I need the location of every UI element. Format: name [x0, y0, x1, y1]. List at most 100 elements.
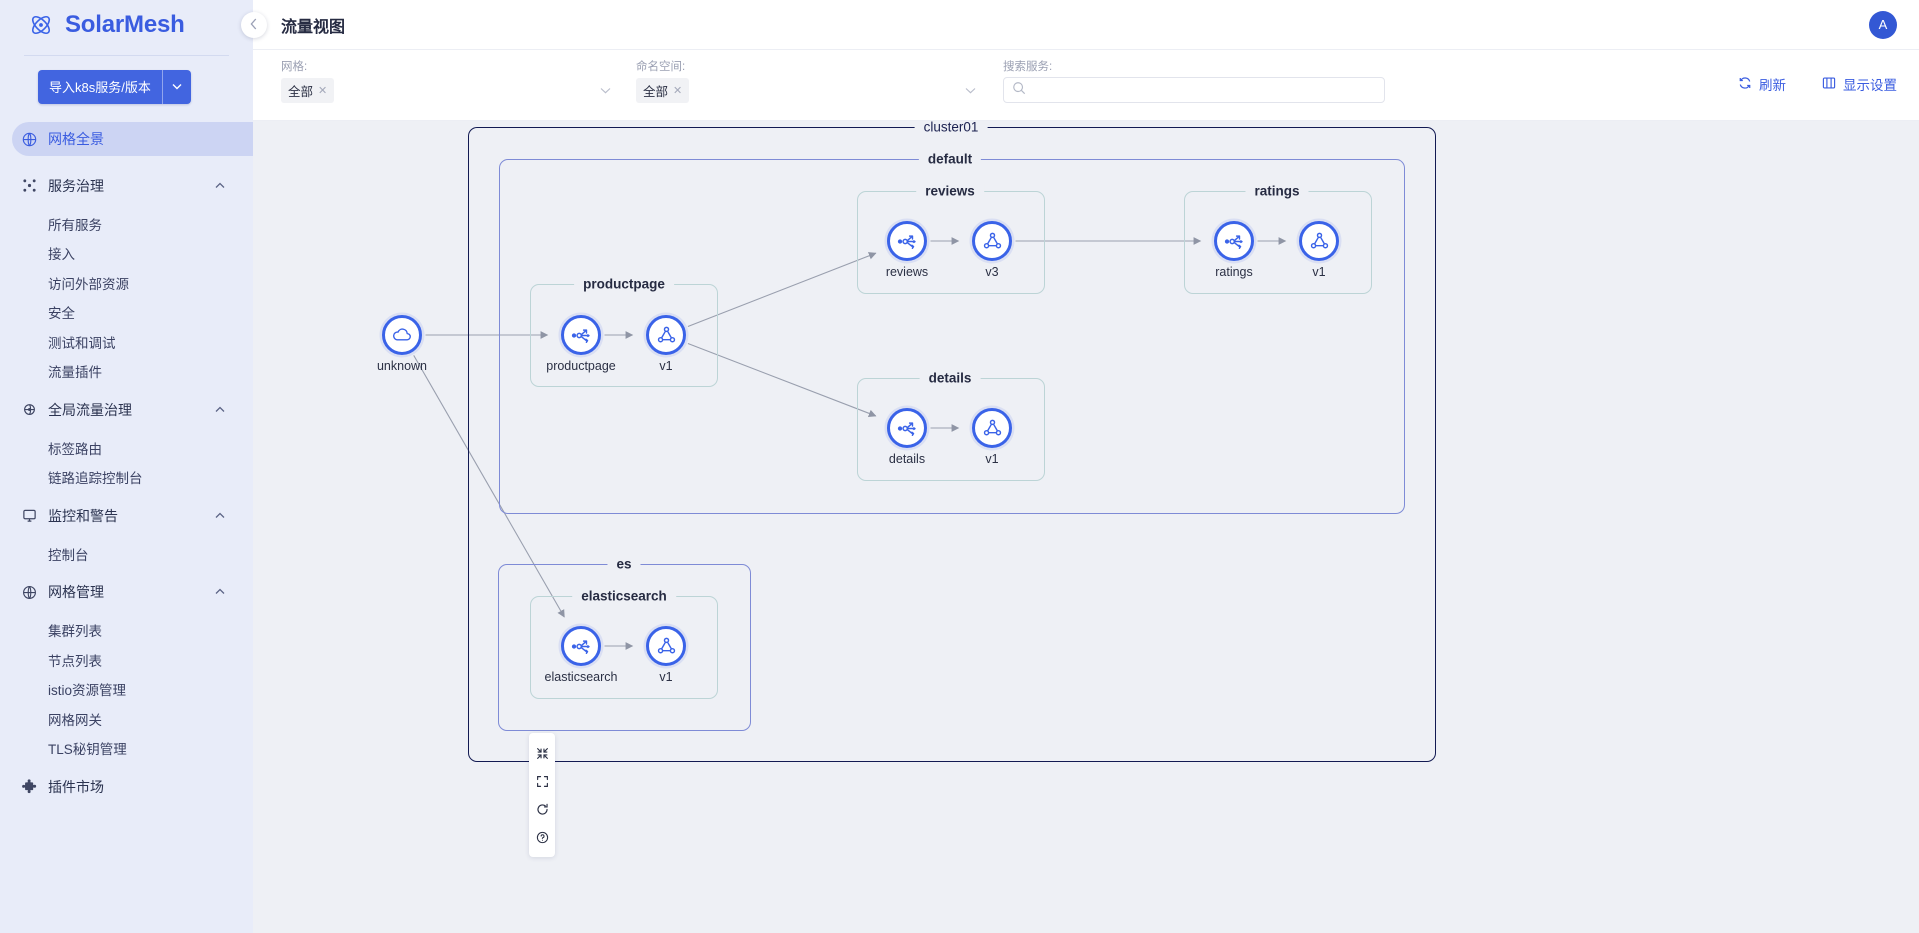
refresh-icon — [1738, 76, 1752, 93]
sidebar-item-test-debug[interactable]: 测试和调试 — [0, 327, 253, 357]
avatar-initial: A — [1878, 17, 1888, 32]
service-icon[interactable] — [561, 626, 601, 666]
sidebar-item-monitor-console[interactable]: 控制台 — [0, 539, 253, 569]
graph-node-reviews-v3[interactable]: v3 — [972, 221, 1012, 279]
search-box[interactable] — [1003, 77, 1385, 103]
chevron-up-icon[interactable] — [215, 180, 225, 192]
graph-node-label-elasticsearch-svc: elasticsearch — [544, 670, 618, 684]
import-button-label: 导入k8s服务/版本 — [49, 80, 151, 95]
sidebar-item-node-list[interactable]: 节点列表 — [0, 645, 253, 675]
help-circle-icon[interactable] — [529, 823, 555, 851]
close-icon[interactable]: ✕ — [673, 85, 683, 97]
cloud-icon[interactable] — [382, 315, 422, 355]
graph-node-label-reviews-v3: v3 — [985, 265, 999, 279]
service-governance-icon — [18, 178, 40, 193]
solarmesh-atom-logo-icon — [28, 12, 54, 38]
graph-box-details[interactable] — [857, 378, 1045, 481]
graph-box-label-cluster01: cluster01 — [914, 121, 988, 135]
sidebar-item-monitor-console-label: 控制台 — [48, 547, 89, 563]
graph-node-details-v1[interactable]: v1 — [972, 408, 1012, 466]
graph-node-elasticsearch-v1[interactable]: v1 — [646, 626, 686, 684]
sidebar-group-monitoring[interactable]: 监控和警告 — [0, 492, 253, 539]
sidebar-item-security[interactable]: 安全 — [0, 298, 253, 328]
workload-icon[interactable] — [972, 221, 1012, 261]
graph-edge-productpage-v1-to-reviews-svc — [687, 252, 877, 327]
sidebar-item-external-resources[interactable]: 访问外部资源 — [0, 268, 253, 298]
service-icon[interactable] — [887, 221, 927, 261]
search-input[interactable] — [1032, 83, 1376, 97]
sidebar-group-global-traffic-label: 全局流量治理 — [48, 401, 132, 418]
chevron-down-icon[interactable] — [163, 70, 191, 104]
sidebar-item-traffic-plugin[interactable]: 流量插件 — [0, 357, 253, 387]
page-title: 流量视图 — [281, 18, 346, 36]
sidebar-item-istio-resources-label: istio资源管理 — [48, 683, 127, 699]
graph-node-unknown[interactable]: unknown — [377, 315, 427, 373]
fullscreen-icon[interactable] — [529, 767, 555, 795]
graph-box-label-productpage: productpage — [574, 276, 674, 292]
workload-icon[interactable] — [646, 315, 686, 355]
display-settings-button[interactable]: 显示设置 — [1822, 74, 1897, 94]
chevron-down-icon[interactable] — [965, 85, 976, 97]
reload-icon[interactable] — [529, 795, 555, 823]
namespace-select[interactable]: 全部 ✕ — [636, 77, 976, 104]
sidebar-nav: 网格全景 服务治理 所有服务 接入 访问外部资源 安全 测试和调试 流量插件 — [0, 122, 253, 810]
sidebar-item-trace-console[interactable]: 链路追踪控制台 — [0, 463, 253, 493]
graph-node-productpage-svc[interactable]: productpage — [546, 315, 616, 373]
sidebar-item-mesh-gateway[interactable]: 网格网关 — [0, 704, 253, 734]
sidebar-group-service-governance[interactable]: 服务治理 — [0, 162, 253, 209]
filter-actions: 刷新 显示设置 — [1738, 50, 1897, 94]
sidebar-item-all-services[interactable]: 所有服务 — [0, 209, 253, 239]
sidebar-item-plugin-market[interactable]: 插件市场 — [0, 763, 253, 810]
graph-node-ratings-svc[interactable]: ratings — [1214, 221, 1254, 279]
chevron-down-icon[interactable] — [600, 85, 611, 97]
sidebar-item-trace-console-label: 链路追踪控制台 — [48, 471, 143, 487]
graph-box-label-details: details — [919, 370, 981, 386]
graph-node-productpage-v1[interactable]: v1 — [646, 315, 686, 373]
chevron-up-icon[interactable] — [215, 510, 225, 522]
sidebar-item-mesh-overview[interactable]: 网格全景 — [12, 122, 253, 156]
mesh-select[interactable]: 全部 ✕ — [281, 77, 611, 104]
sidebar-group-global-traffic[interactable]: 全局流量治理 — [0, 386, 253, 433]
avatar[interactable]: A — [1869, 10, 1897, 39]
graph-node-reviews-svc[interactable]: reviews — [886, 221, 928, 279]
workload-icon[interactable] — [646, 626, 686, 666]
graph-node-ratings-v1[interactable]: v1 — [1299, 221, 1339, 279]
service-icon[interactable] — [1214, 221, 1254, 261]
sidebar-item-ingress[interactable]: 接入 — [0, 239, 253, 269]
refresh-button[interactable]: 刷新 — [1738, 74, 1786, 94]
sidebar-item-tls-key-management[interactable]: TLS秘钥管理 — [0, 734, 253, 764]
import-k8s-service-button[interactable]: 导入k8s服务/版本 — [38, 70, 191, 104]
namespace-filter-label: 命名空间: — [636, 61, 686, 73]
graph-edge-unknown-to-elasticsearch-svc — [413, 355, 565, 618]
sidebar-item-external-resources-label: 访问外部资源 — [48, 276, 129, 292]
mesh-selected-tag[interactable]: 全部 ✕ — [281, 78, 335, 103]
graph-toolbar — [529, 733, 555, 857]
sidebar-item-test-debug-label: 测试和调试 — [48, 335, 116, 351]
workload-icon[interactable] — [972, 408, 1012, 448]
workload-icon[interactable] — [1299, 221, 1339, 261]
service-icon[interactable] — [887, 408, 927, 448]
graph-box-ratings[interactable] — [1184, 191, 1372, 294]
service-icon[interactable] — [561, 315, 601, 355]
sidebar-group-mesh-management[interactable]: 网格管理 — [0, 569, 253, 616]
graph-node-label-elasticsearch-v1: v1 — [659, 670, 673, 684]
main-area: 流量视图 A 网格: 全部 ✕ 命名空间: — [253, 0, 1919, 933]
sidebar-item-tls-key-management-label: TLS秘钥管理 — [48, 742, 127, 758]
chevron-up-icon[interactable] — [215, 586, 225, 598]
layout-settings-icon — [1822, 76, 1836, 93]
sidebar-collapse-button[interactable] — [241, 12, 267, 38]
search-service-label: 搜索服务: — [1003, 61, 1053, 73]
collapse-arrows-icon[interactable] — [529, 739, 555, 767]
sidebar-item-cluster-list[interactable]: 集群列表 — [0, 616, 253, 646]
close-icon[interactable]: ✕ — [318, 85, 328, 97]
sidebar-item-istio-resources[interactable]: istio资源管理 — [0, 675, 253, 705]
graph-node-details-svc[interactable]: details — [887, 408, 927, 466]
sidebar-item-label-routing[interactable]: 标签路由 — [0, 433, 253, 463]
search-icon — [1012, 81, 1026, 100]
graph-node-label-productpage-v1: v1 — [659, 359, 673, 373]
chevron-up-icon[interactable] — [215, 404, 225, 416]
graph-node-elasticsearch-svc[interactable]: elasticsearch — [545, 626, 617, 684]
namespace-selected-tag[interactable]: 全部 ✕ — [636, 78, 690, 103]
import-row: 导入k8s服务/版本 — [0, 56, 253, 114]
